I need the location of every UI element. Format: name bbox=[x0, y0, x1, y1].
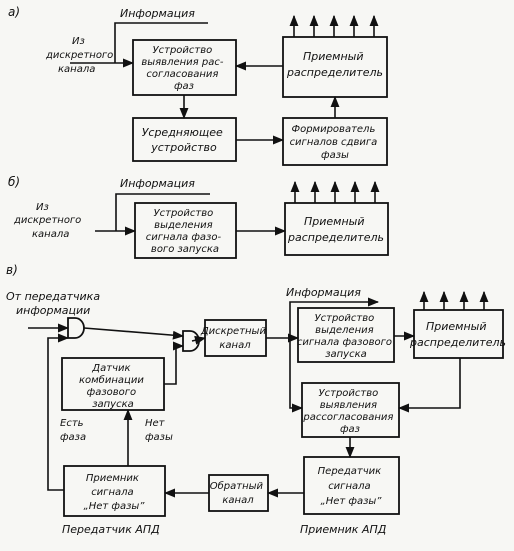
box-a-averager-text: Усредняющее устройство bbox=[142, 126, 227, 154]
box-b-receiver-distributor-text: Приемный распределитель bbox=[287, 215, 384, 244]
panel-c-input-label: От передатчика информации bbox=[6, 290, 104, 317]
box-c-phase-start-extractor-text: Устройство выделения сигнала фазового за… bbox=[297, 313, 395, 360]
panel-a-info-label: Информация bbox=[120, 7, 195, 20]
box-c-mismatch-detector-text: Устройство выявления рассогласования фаз bbox=[302, 388, 396, 435]
box-c-no-phase-transmitter-text: Передатчик сигнала „Нет фазы” bbox=[318, 466, 385, 507]
arrow-c-yes-phase-feedback bbox=[47, 333, 70, 491]
panel-c-info-label: Информация bbox=[286, 286, 361, 299]
panel-b-label: б) bbox=[8, 175, 20, 189]
label-yes-phase: Есть фаза bbox=[60, 418, 87, 443]
box-a-mismatch-detector-text: Устройство выявления рас- согласования ф… bbox=[141, 45, 226, 92]
box-c-phase-sensor-text: Датчик комбинации фазового запуска bbox=[79, 363, 147, 410]
arrow-c-gate2-to-channel bbox=[191, 335, 207, 345]
gate-input bbox=[67, 317, 85, 339]
outputs-c bbox=[419, 290, 489, 310]
gate-output bbox=[182, 330, 200, 352]
box-c-receiver-distributor bbox=[413, 309, 504, 359]
panel-a-label: а) bbox=[8, 5, 20, 19]
arrow-c-receiver-to-mismatch bbox=[397, 358, 461, 413]
box-c-no-phase-receiver-text: Приемник сигнала „Нет фазы” bbox=[84, 473, 146, 512]
box-b-receiver-distributor bbox=[284, 202, 389, 256]
panel-a-input-label: Из дискретного канала bbox=[45, 36, 117, 75]
arrow-c-sensor-to-gate2 bbox=[164, 341, 185, 385]
line-b-info bbox=[115, 193, 210, 231]
box-c-return-channel-text: Обратный канал bbox=[210, 480, 266, 506]
label-apd-receiver: Приемник АПД bbox=[300, 523, 387, 536]
panel-b-info-label: Информация bbox=[120, 177, 195, 190]
panel-c-label: в) bbox=[6, 263, 18, 277]
panel-b-input-label: Из дискретного канала bbox=[13, 202, 85, 240]
line-a-info bbox=[114, 22, 208, 63]
outputs-b bbox=[290, 180, 380, 203]
label-apd-transmitter: Передатчик АПД bbox=[62, 523, 160, 536]
box-c-discrete-channel-text: Дискретный канал bbox=[200, 326, 269, 351]
box-a-phase-shift-shaper-text: Формирователь сигналов сдвига фазы bbox=[290, 124, 381, 161]
outputs-a bbox=[289, 14, 379, 37]
box-a-receiver-distributor-text: Приемный распределитель bbox=[286, 50, 383, 79]
box-c-receiver-distributor-text: Приемный распределитель bbox=[409, 320, 506, 349]
label-no-phase: Нет фазы bbox=[145, 418, 173, 443]
box-a-averager bbox=[132, 117, 237, 162]
arrow-c-channel-to-mismatch bbox=[289, 338, 304, 413]
box-b-phase-start-extractor-text: Устройство выделения сигнала фазо- вого … bbox=[146, 208, 225, 255]
arrow-c-gate1-to-gate2 bbox=[83, 327, 185, 340]
line-c-info bbox=[289, 297, 380, 338]
